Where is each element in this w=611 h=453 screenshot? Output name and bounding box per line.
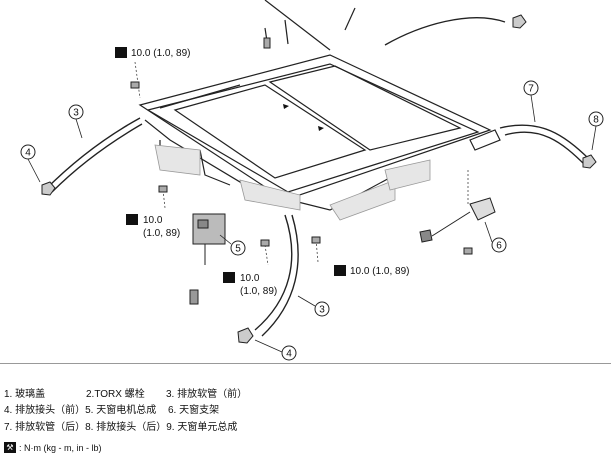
part-callouts <box>20 80 604 361</box>
direction-markers <box>283 104 324 131</box>
parts-legend: 1. 玻璃盖 2.TORX 螺栓 3. 排放软管（前） 4. 排放接头（前）5.… <box>0 363 611 453</box>
legend-item-3: 3. 排放软管（前） <box>166 389 248 400</box>
torque-label-2: 10.0 <box>143 215 163 226</box>
torque-unit-text: : N·m (kg - m, in - lb) <box>19 442 102 453</box>
callout-5: 5 <box>235 244 241 255</box>
torque-label-2b: (1.0, 89) <box>143 228 180 239</box>
callout-numbers: 3 4 5 3 4 6 7 8 <box>25 84 599 360</box>
callout-8: 8 <box>593 115 599 126</box>
torque-wrench-icon <box>115 47 127 58</box>
legend-item-2: 2.TORX 螺栓 <box>86 389 145 400</box>
sunroof-bracket <box>419 197 496 243</box>
sunroof-frame <box>138 54 501 211</box>
drain-joints <box>41 14 597 344</box>
callout-leaders <box>27 94 597 353</box>
callout-4-lower: 4 <box>286 349 292 360</box>
drain-hoses <box>44 17 591 337</box>
legend-item-4-5: 4. 排放接头（前）5. 天窗电机总成 <box>4 405 157 416</box>
leader-lines <box>134 61 481 266</box>
torque-unit-key: ⚒ : N·m (kg - m, in - lb) <box>4 442 102 453</box>
torque-wrench-icon <box>223 272 235 283</box>
legend-item-1: 1. 玻璃盖 <box>4 389 46 400</box>
torque-wrench-icon: ⚒ <box>4 442 16 453</box>
torque-wrench-icon <box>334 265 346 276</box>
legend-item-6: 6. 天窗支架 <box>168 405 220 416</box>
sunroof-motor <box>189 213 226 305</box>
torx-bolts <box>130 37 473 255</box>
legend-item-7-8-9: 7. 排放软管（后）8. 排放接头（后）9. 天窗单元总成 <box>4 422 238 433</box>
callout-3-lower: 3 <box>319 305 325 316</box>
sunroof-diagram: 10.0 (1.0, 89) 10.0 (1.0, 89) 10.0 (1.0,… <box>20 0 604 361</box>
top-structure <box>264 0 356 51</box>
torque-label-1: 10.0 (1.0, 89) <box>131 48 190 59</box>
callout-3-front: 3 <box>73 108 79 119</box>
frame-shading <box>154 144 431 221</box>
torque-label-3b: (1.0, 89) <box>240 286 277 297</box>
torque-wrench-icon <box>126 214 138 225</box>
torque-label-4: 10.0 (1.0, 89) <box>350 266 409 277</box>
torque-label-3: 10.0 <box>240 273 260 284</box>
callout-6: 6 <box>496 241 502 252</box>
torque-callouts: 10.0 (1.0, 89) 10.0 (1.0, 89) 10.0 (1.0,… <box>115 47 409 297</box>
callout-4-left: 4 <box>25 148 31 159</box>
callout-7: 7 <box>528 84 534 95</box>
